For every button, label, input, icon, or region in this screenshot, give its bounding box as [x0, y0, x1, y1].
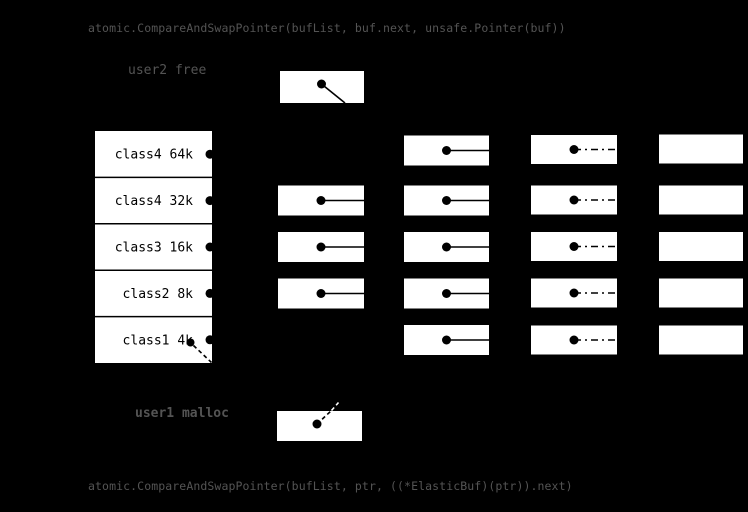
tail-node — [659, 134, 743, 164]
size-class-table — [95, 131, 212, 363]
list-head-dot — [205, 288, 215, 298]
list-head-dot — [205, 149, 215, 159]
malloc-pointer-line — [316, 409, 333, 425]
user2-free-label: user2 free — [128, 63, 207, 78]
list-head-dot — [205, 196, 215, 206]
malloc-cas-code: atomic.CompareAndSwapPointer(bufList, pt… — [88, 479, 573, 493]
user1-malloc-label: user1 malloc — [135, 406, 229, 421]
size-class-label: class1 4k — [123, 333, 194, 348]
tail-node — [659, 185, 743, 215]
size-class-label: class2 8k — [123, 287, 194, 302]
size-class-label: class3 16k — [115, 241, 193, 256]
tail-node — [659, 325, 743, 355]
malloc-pointer-line-outside — [330, 401, 340, 412]
size-class-label: class4 32k — [115, 194, 193, 209]
tail-node — [659, 278, 743, 308]
size-class-label: class4 64k — [115, 148, 193, 163]
free-cas-code: atomic.CompareAndSwapPointer(bufList, bu… — [88, 21, 566, 35]
list-head-dot — [205, 335, 215, 345]
list-head-dot — [205, 242, 215, 252]
class1-head-dot — [186, 338, 195, 347]
free-pointer-line — [320, 83, 346, 104]
tail-node — [659, 232, 743, 261]
